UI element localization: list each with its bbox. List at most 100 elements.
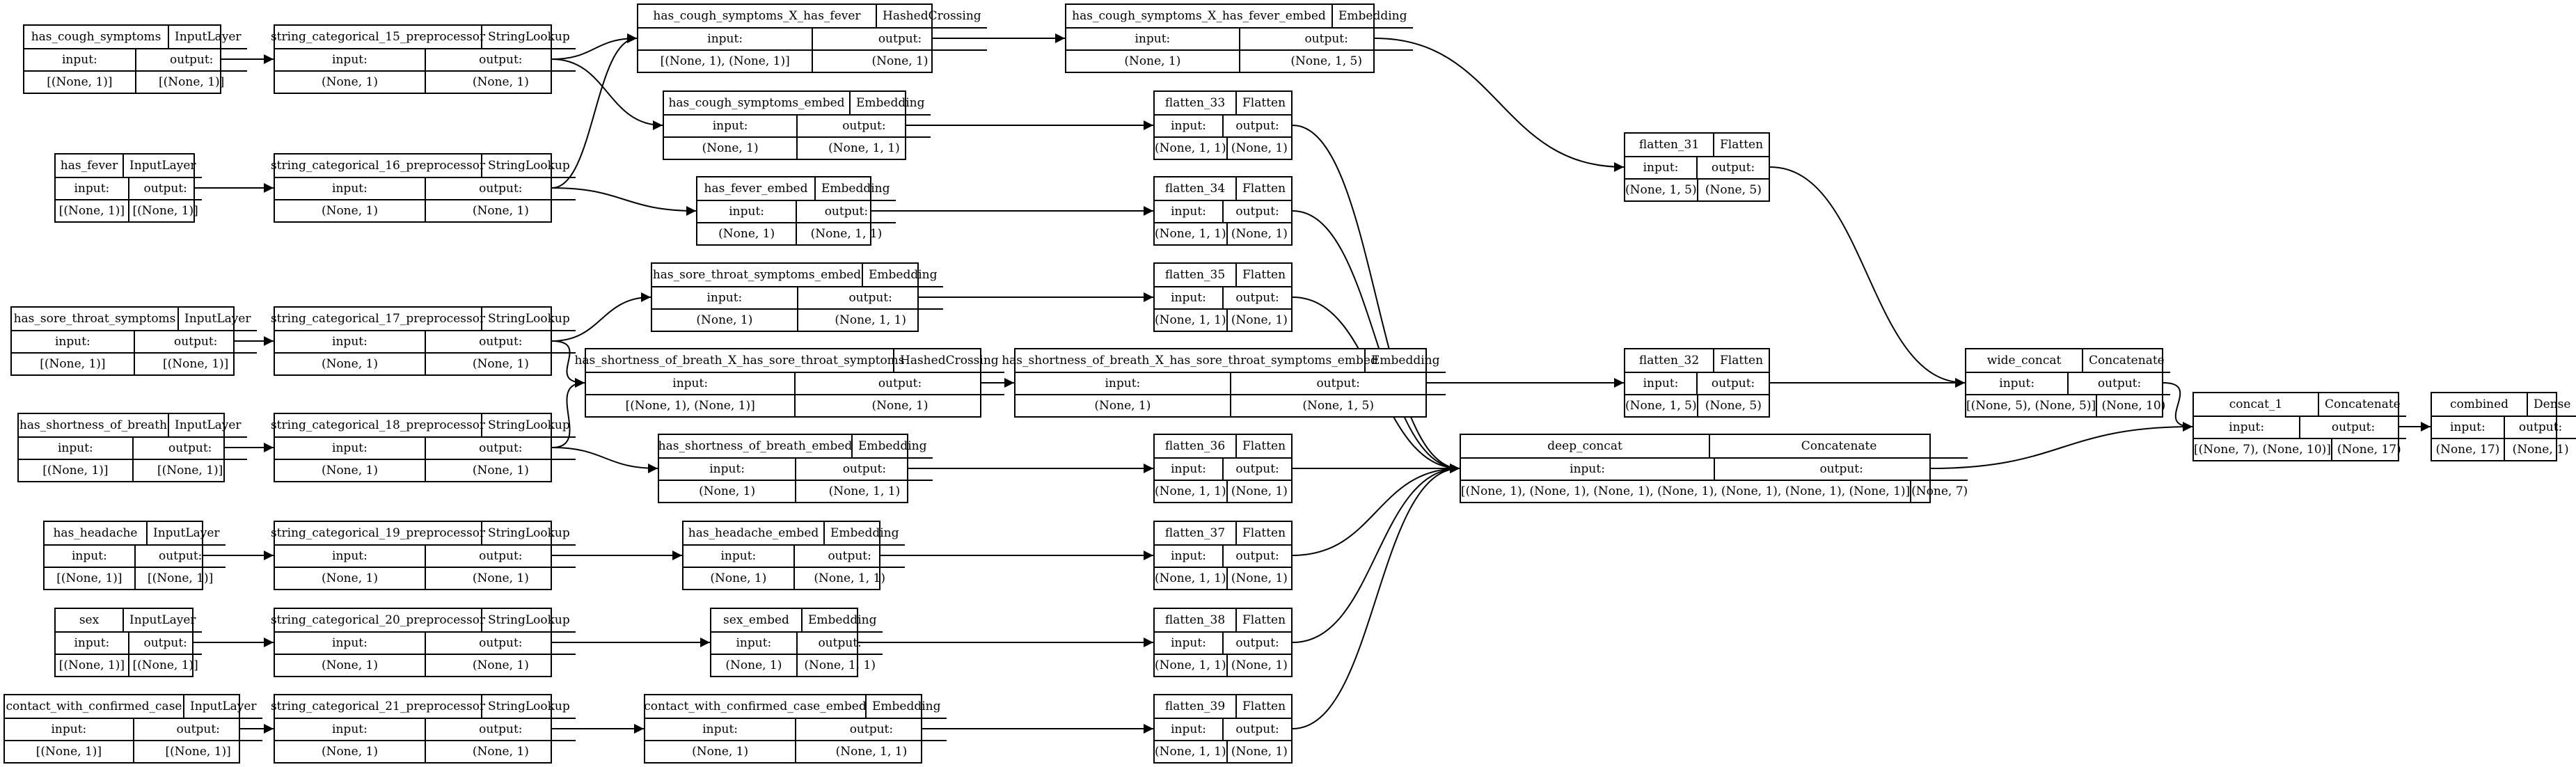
io-values: (None, 1)(None, 1, 5) — [1066, 49, 1413, 72]
io-labels: input:output: — [1155, 114, 1292, 136]
output-shape: (None, 10) — [2096, 395, 2170, 416]
input-shape: (None, 1) — [321, 204, 378, 218]
layer-name: string_categorical_16_preprocessor — [270, 159, 486, 173]
input-label: input: — [720, 549, 757, 563]
input-label: input: — [1105, 377, 1141, 390]
layer-type: InputLayer — [183, 695, 262, 718]
edge-arrow — [1292, 464, 1460, 729]
input-label: input: — [62, 53, 97, 67]
io-values: [(None, 1)][(None, 1)] — [24, 70, 247, 93]
layer-type: StringLookup — [481, 26, 576, 48]
input-label: input: — [1171, 636, 1206, 650]
input-shape: (None, 1, 1) — [1155, 571, 1226, 585]
layer-type: Flatten — [1235, 264, 1291, 286]
io-values: [(None, 1), (None, 1)](None, 1) — [638, 49, 987, 72]
output-shape: (None, 1, 1) — [795, 481, 932, 502]
output-label: output: — [1222, 459, 1291, 480]
output-shape: (None, 1) — [424, 568, 576, 589]
edge-arrow — [1292, 125, 1460, 473]
layer-type: Embedding — [814, 177, 896, 200]
input-shape: (None, 1, 1) — [1155, 227, 1226, 241]
io-values: [(None, 7), (None, 10)](None, 17) — [2194, 438, 2406, 460]
output-shape: (None, 1) — [2503, 439, 2576, 460]
layer-name: concat_1 — [2229, 397, 2283, 411]
layer-type: Flatten — [1713, 134, 1769, 156]
io-values: (None, 1)(None, 1) — [275, 352, 576, 374]
layer-name: flatten_35 — [1164, 268, 1226, 282]
input-label: input: — [1135, 32, 1171, 46]
io-values: (None, 1, 1)(None, 1) — [1155, 740, 1292, 762]
input-shape: [(None, 1)] — [47, 75, 113, 89]
layer-name: string_categorical_17_preprocessor — [270, 312, 486, 326]
output-shape: (None, 1, 1) — [793, 568, 905, 589]
output-label: output: — [1222, 201, 1291, 222]
layer-name: sex — [79, 613, 100, 627]
output-label: output: — [1229, 373, 1446, 394]
input-label: input: — [58, 441, 93, 455]
output-shape: (None, 17) — [2330, 439, 2406, 460]
input-shape: [(None, 1)] — [35, 745, 102, 759]
io-labels: input:output: — [56, 631, 202, 654]
input-label: input: — [74, 182, 110, 196]
layer-type: Flatten — [1235, 92, 1291, 114]
io-labels: input:output: — [697, 200, 896, 222]
output-shape: (None, 1) — [1226, 568, 1291, 589]
input-shape: (None, 1) — [699, 484, 756, 498]
input-shape: [(None, 1)] — [56, 571, 123, 585]
io-values: [(None, 5), (None, 5)](None, 10) — [1966, 394, 2170, 416]
input-shape: (None, 1) — [1124, 54, 1181, 68]
layer-name: has_fever — [60, 159, 118, 173]
output-shape: (None, 7) — [1910, 481, 1968, 502]
layer-type: StringLookup — [481, 609, 576, 631]
io-labels: input:output: — [56, 177, 202, 199]
input-label: input: — [729, 205, 765, 219]
output-label: output: — [2067, 373, 2170, 394]
layer-type: Flatten — [1235, 609, 1291, 631]
layer-type: Concatenate — [2082, 349, 2170, 372]
io-values: (None, 1, 1)(None, 1) — [1155, 567, 1292, 589]
input-label: input: — [706, 291, 743, 305]
io-labels: input:output: — [2194, 416, 2406, 438]
edge-arrow — [551, 58, 663, 130]
layer-name: has_cough_symptoms_X_has_fever — [653, 9, 861, 23]
io-labels: input: output: — [664, 114, 931, 136]
layer-name: deep_concat — [1547, 439, 1622, 453]
output-shape: (None, 1) — [424, 200, 576, 221]
input-shape: (None, 1) — [321, 745, 378, 759]
input-label: input: — [1570, 462, 1605, 476]
io-labels: input:output: — [275, 436, 576, 459]
input-shape: (None, 1, 1) — [1155, 745, 1226, 759]
output-label: output: — [796, 116, 930, 136]
io-labels: input:output: — [5, 718, 262, 740]
io-values: (None, 1)(None, 1) — [275, 654, 576, 676]
output-label: output: — [1222, 116, 1291, 136]
input-shape: (None, 1, 1) — [1155, 313, 1226, 327]
layer-type: InputLayer — [146, 522, 226, 544]
output-label: output: — [2299, 417, 2405, 438]
io-labels: input:output: — [1155, 718, 1292, 740]
edge-arrow — [551, 292, 651, 342]
input-label: input: — [712, 119, 748, 133]
io-values: (None, 1)(None, 1, 1) — [683, 567, 905, 589]
input-shape: (None, 1) — [696, 313, 753, 327]
layer-name: string_categorical_21_preprocessor — [270, 699, 486, 713]
layer-name: string_categorical_19_preprocessor — [270, 526, 486, 540]
